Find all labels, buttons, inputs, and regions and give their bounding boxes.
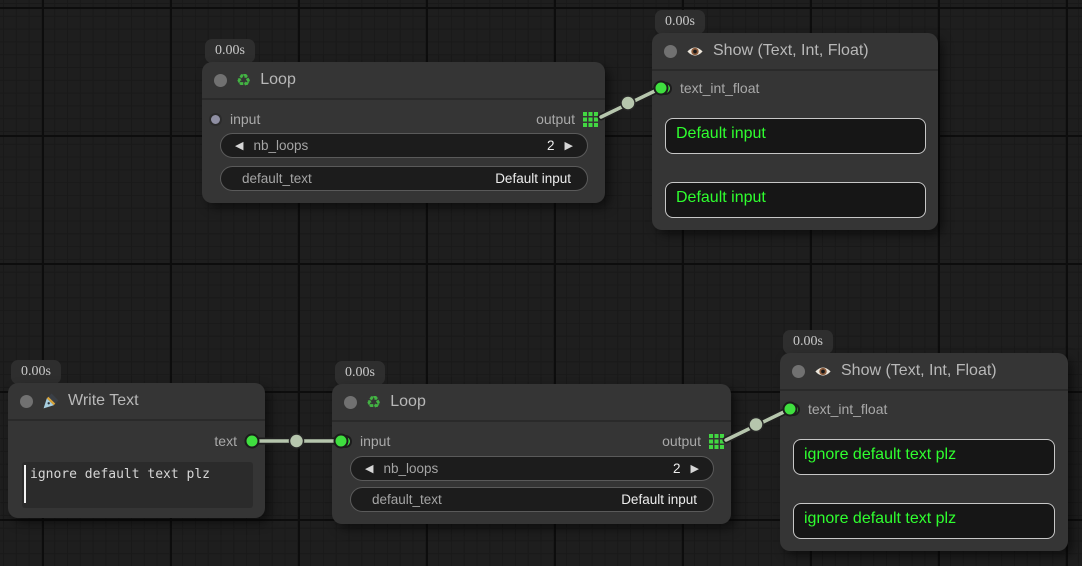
execution-time-badge: 0.00s bbox=[205, 39, 255, 63]
pen-icon bbox=[43, 393, 59, 408]
node-show-bottom[interactable]: Show (Text, Int, Float) text_int_float i… bbox=[780, 353, 1068, 551]
text-display-box[interactable]: Default input bbox=[665, 182, 926, 218]
input-slot-dot[interactable] bbox=[209, 112, 222, 126]
output-grid-icon[interactable] bbox=[709, 433, 724, 449]
output-slot-label: text bbox=[214, 433, 237, 449]
widget-label: nb_loops bbox=[383, 461, 439, 476]
node-title: Write Text bbox=[68, 392, 139, 409]
decrement-arrow-icon[interactable]: ◀ bbox=[365, 463, 374, 475]
recycle-icon: ♻ bbox=[366, 392, 382, 412]
widget-value: 2 bbox=[673, 461, 681, 476]
execution-time-badge: 0.00s bbox=[655, 10, 705, 34]
increment-arrow-icon[interactable]: ▶ bbox=[690, 463, 699, 475]
input-slot-dot[interactable] bbox=[339, 434, 352, 448]
decrement-arrow-icon[interactable]: ◀ bbox=[235, 140, 244, 152]
node-title: Show (Text, Int, Float) bbox=[841, 362, 997, 379]
eye-icon bbox=[815, 366, 831, 376]
output-grid-icon[interactable] bbox=[583, 111, 598, 127]
collapse-dot[interactable] bbox=[664, 44, 677, 58]
widget-label: nb_loops bbox=[253, 138, 309, 153]
node-header[interactable]: Show (Text, Int, Float) bbox=[780, 353, 1068, 391]
node-loop-top[interactable]: ♻ Loop input output ◀ nb_loops bbox=[202, 62, 605, 203]
input-slot-label: input bbox=[230, 111, 261, 127]
text-input-area[interactable]: ignore default text plz bbox=[22, 462, 253, 508]
text-display-box[interactable]: ignore default text plz bbox=[793, 439, 1055, 475]
text-display-box[interactable]: ignore default text plz bbox=[793, 503, 1055, 539]
nb-loops-widget[interactable]: ◀ nb_loops 2 ▶ bbox=[220, 133, 588, 158]
node-header[interactable]: ♻ Loop bbox=[202, 62, 605, 100]
node-title: Show (Text, Int, Float) bbox=[713, 42, 869, 59]
input-slot-label: text_int_float bbox=[808, 401, 888, 417]
link-midpoint-dot[interactable] bbox=[288, 433, 305, 449]
widget-label: default_text bbox=[372, 492, 442, 507]
output-slot-label: output bbox=[536, 111, 575, 127]
widget-label: default_text bbox=[242, 171, 312, 186]
input-slot-dot[interactable] bbox=[659, 81, 672, 95]
input-slot-label: text_int_float bbox=[680, 80, 760, 96]
node-header[interactable]: Write Text bbox=[8, 383, 265, 421]
node-title: Loop bbox=[390, 393, 426, 410]
increment-arrow-icon[interactable]: ▶ bbox=[564, 140, 573, 152]
eye-icon bbox=[687, 46, 703, 56]
widget-value: Default input bbox=[621, 492, 697, 507]
execution-time-badge: 0.00s bbox=[11, 360, 61, 384]
output-slot-label: output bbox=[662, 433, 701, 449]
collapse-dot[interactable] bbox=[344, 395, 357, 409]
nb-loops-widget[interactable]: ◀ nb_loops 2 ▶ bbox=[350, 456, 714, 481]
text-display-box[interactable]: Default input bbox=[665, 118, 926, 154]
node-header[interactable]: ♻ Loop bbox=[332, 384, 731, 422]
default-text-widget[interactable]: default_text Default input bbox=[220, 166, 588, 191]
collapse-dot[interactable] bbox=[792, 364, 805, 378]
execution-time-badge: 0.00s bbox=[335, 361, 385, 385]
recycle-icon: ♻ bbox=[236, 70, 252, 90]
widget-value: 2 bbox=[547, 138, 555, 153]
node-title: Loop bbox=[260, 71, 296, 88]
collapse-dot[interactable] bbox=[20, 394, 33, 408]
node-show-top[interactable]: Show (Text, Int, Float) text_int_float D… bbox=[652, 33, 938, 230]
widget-value: Default input bbox=[495, 171, 571, 186]
text-caret bbox=[24, 465, 26, 503]
node-header[interactable]: Show (Text, Int, Float) bbox=[652, 33, 938, 71]
textarea-value: ignore default text plz bbox=[30, 467, 211, 482]
collapse-dot[interactable] bbox=[214, 73, 227, 87]
input-slot-dot[interactable] bbox=[787, 402, 800, 416]
link-midpoint-dot[interactable] bbox=[748, 416, 764, 433]
default-text-widget[interactable]: default_text Default input bbox=[350, 487, 714, 512]
node-write-text[interactable]: Write Text text ignore default text plz bbox=[8, 383, 265, 518]
output-slot-dot[interactable] bbox=[245, 434, 258, 448]
link-midpoint-dot[interactable] bbox=[620, 95, 636, 111]
input-slot-label: input bbox=[360, 433, 391, 449]
node-loop-bottom[interactable]: ♻ Loop input output ◀ nb_loops bbox=[332, 384, 731, 524]
execution-time-badge: 0.00s bbox=[783, 330, 833, 354]
